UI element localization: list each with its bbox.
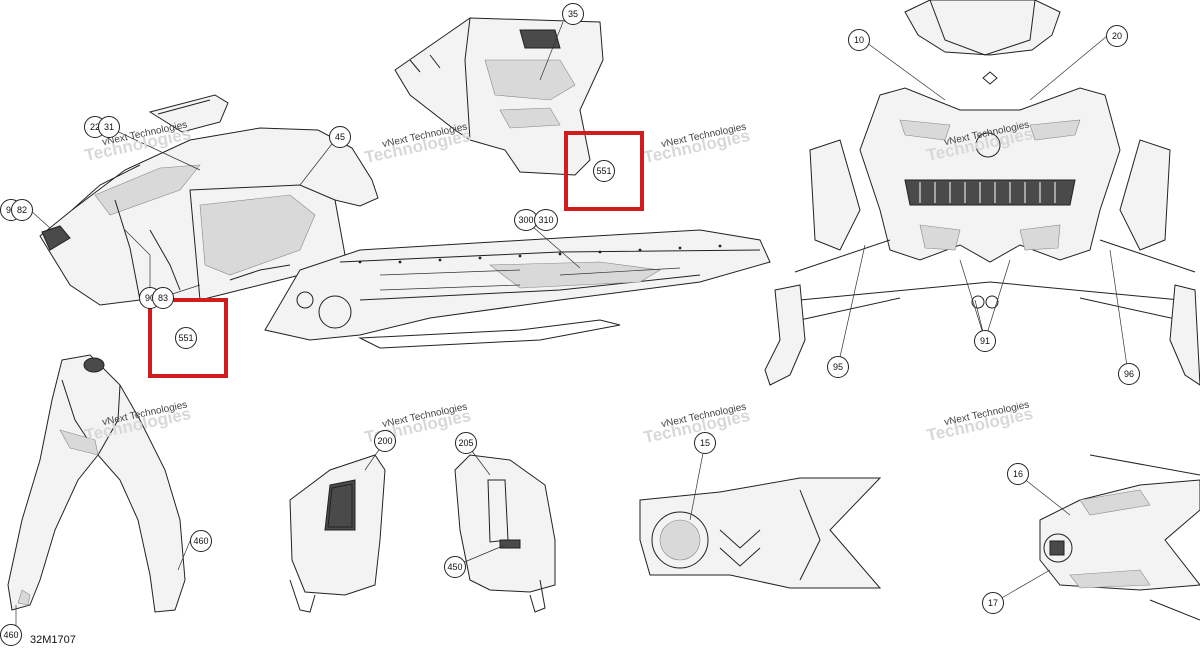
callout-551-top[interactable]: 551 — [593, 160, 615, 182]
left-side-cover — [289, 454, 386, 613]
callout-31[interactable]: 31 — [98, 116, 120, 138]
callout-15[interactable]: 15 — [694, 432, 716, 454]
callout-17[interactable]: 17 — [982, 592, 1004, 614]
callout-83[interactable]: 83 — [152, 287, 174, 309]
callout-20[interactable]: 20 — [1106, 25, 1128, 47]
callout-551-left[interactable]: 551 — [175, 327, 197, 349]
top-console-panel — [7, 354, 186, 613]
side-body-panel — [39, 94, 771, 349]
figure-code: 32M1707 — [30, 634, 76, 646]
callout-45[interactable]: 45 — [329, 126, 351, 148]
callout-460-right[interactable]: 460 — [190, 530, 212, 552]
callout-450[interactable]: 450 — [444, 556, 466, 578]
callout-200[interactable]: 200 — [374, 430, 396, 452]
side-panel-detail — [394, 17, 604, 176]
callout-10[interactable]: 10 — [848, 29, 870, 51]
callout-95[interactable]: 95 — [827, 356, 849, 378]
callout-310[interactable]: 310 — [534, 209, 558, 231]
highlight-box-551-top — [564, 131, 644, 211]
right-side-cover — [454, 454, 556, 613]
gauge-console-small — [1039, 454, 1200, 621]
callout-96[interactable]: 96 — [1118, 363, 1140, 385]
front-view — [764, 0, 1200, 386]
gauge-console — [639, 477, 882, 589]
highlight-box-551-left — [148, 298, 228, 378]
callout-16[interactable]: 16 — [1007, 463, 1029, 485]
callout-460-bottom[interactable]: 460 — [0, 624, 22, 646]
callout-205[interactable]: 205 — [455, 432, 477, 454]
callout-35[interactable]: 35 — [562, 3, 584, 25]
callout-300[interactable]: 300 — [514, 209, 538, 231]
callout-82[interactable]: 82 — [11, 199, 33, 221]
callout-91[interactable]: 91 — [974, 330, 996, 352]
